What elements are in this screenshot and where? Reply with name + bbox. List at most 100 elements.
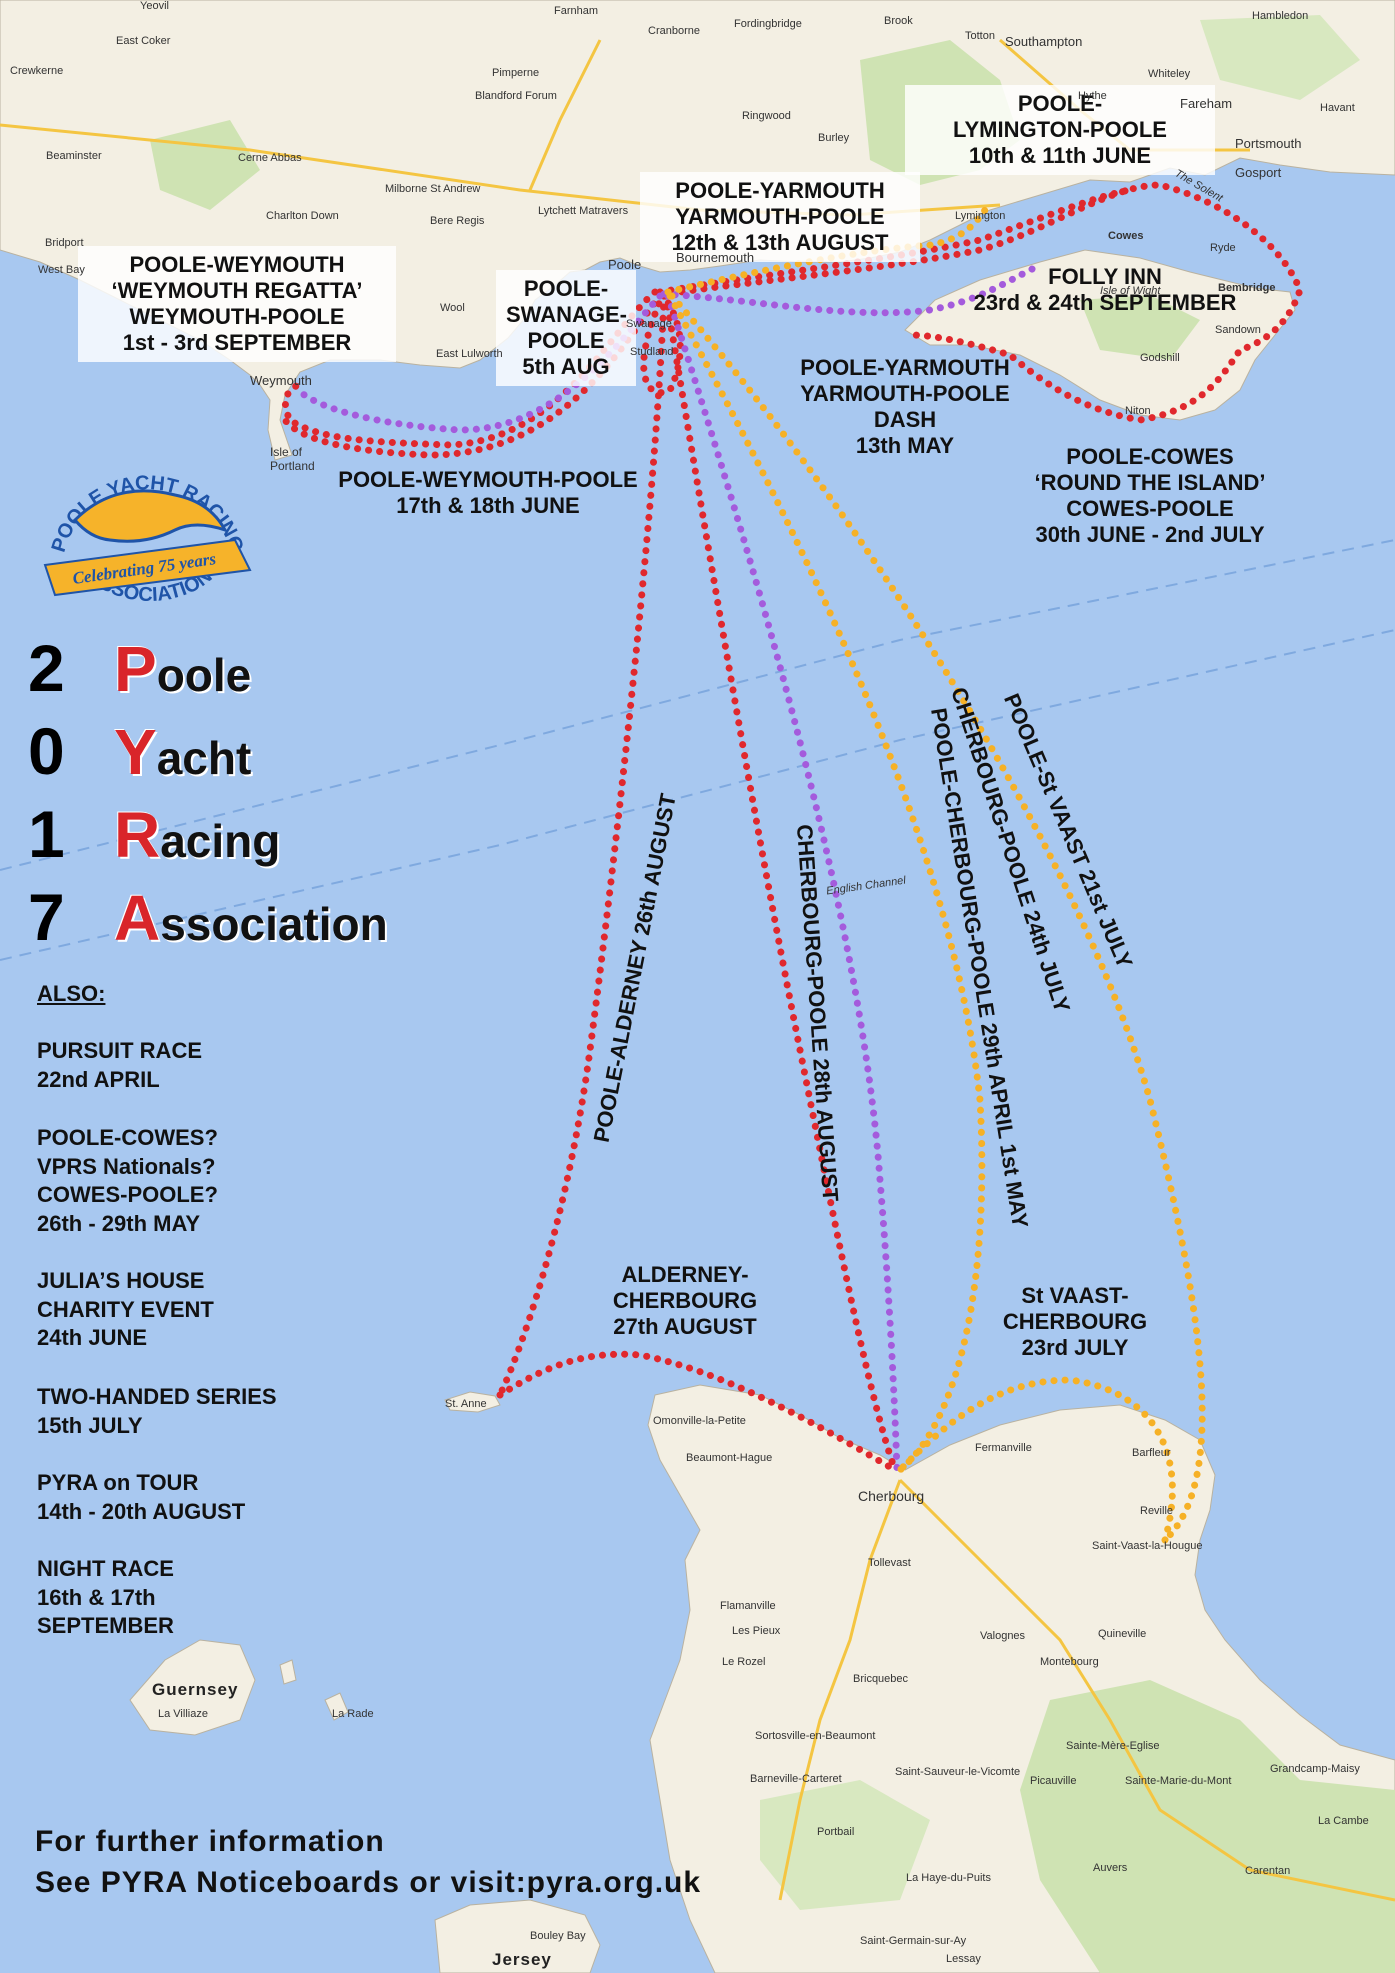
place-east-lulworth: East Lulworth	[436, 348, 503, 360]
also-heading: ALSO:	[37, 981, 106, 1006]
place-grandcamp: Grandcamp-Maisy	[1270, 1763, 1360, 1775]
year-digit: 2	[28, 631, 65, 705]
route-cherbourg-poole-aug	[662, 292, 899, 1474]
place-southampton: Southampton	[1005, 34, 1083, 49]
route-yarmouth-dash	[664, 206, 989, 296]
place-bembridge: Bembridge	[1218, 282, 1276, 294]
route-alderney-cherbourg	[496, 1350, 899, 1474]
acrostic-word: oole	[156, 649, 252, 701]
place-omonville: Omonville-la-Petite	[653, 1415, 746, 1427]
place-west-bay: West Bay	[38, 264, 85, 276]
place-isle-of-wight: Isle of Wight	[1100, 285, 1161, 297]
also-event-line: SEPTEMBER	[37, 1613, 174, 1639]
race-label-line: CHERBOURG	[612, 1287, 758, 1313]
place-blandford: Blandford Forum	[475, 90, 557, 102]
place-godshill: Godshill	[1140, 352, 1180, 364]
route-round-island	[656, 181, 1304, 424]
also-event-line: PURSUIT RACE	[37, 1038, 203, 1063]
race-label-line: 5th AUG	[522, 353, 610, 379]
place-cerne-abbas: Cerne Abbas	[238, 152, 302, 164]
place-sortosville: Sortosville-en-Beaumont	[755, 1730, 876, 1742]
race-label-line: YARMOUTH-POOLE	[800, 380, 1010, 406]
race-label-line: FOLLY INN	[1048, 264, 1162, 289]
also-event: POOLE-COWES? VPRS Nationals? COWES-POOLE…	[37, 1124, 218, 1238]
place-bouley-bay: Bouley Bay	[530, 1930, 586, 1942]
race-label-line: CHERBOURG	[1002, 1308, 1148, 1334]
race-label-line: 27th AUGUST	[613, 1313, 757, 1339]
place-auvers: Auvers	[1093, 1862, 1128, 1874]
place-flamanville: Flamanville	[720, 1600, 776, 1612]
place-bricquebec: Bricquebec	[853, 1673, 909, 1685]
also-event-line: 22nd APRIL	[37, 1066, 160, 1092]
place-la-cambe: La Cambe	[1318, 1815, 1369, 1827]
race-label-line: ‘ROUND THE ISLAND’	[1034, 469, 1266, 495]
place-cowes: Cowes	[1108, 230, 1144, 242]
place-jersey: Jersey	[492, 1950, 552, 1969]
place-fermanville: Fermanville	[975, 1442, 1032, 1454]
race-label-line: POOLE-WEYMOUTH-POOLE	[338, 467, 638, 492]
race-label-line: COWES-POOLE	[1066, 495, 1234, 521]
place-studland: Studland	[630, 346, 674, 358]
race-label-line: ‘WEYMOUTH REGATTA’	[111, 277, 363, 303]
place-bridport: Bridport	[45, 237, 84, 249]
place-lytchett: Lytchett Matravers	[538, 205, 629, 217]
race-label-alderney-cherbourg: ALDERNEY- CHERBOURG 27th AUGUST	[590, 1262, 780, 1340]
place-stvaast: Saint-Vaast-la-Hougue	[1092, 1540, 1203, 1552]
race-label-line: POOLE-YARMOUTH	[675, 178, 885, 203]
place-portland: Isle of Portland	[270, 445, 315, 473]
also-event-line: JULIA’S HOUSE	[37, 1268, 205, 1293]
place-portsmouth: Portsmouth	[1235, 136, 1302, 151]
place-lessay: Lessay	[946, 1953, 981, 1965]
place-quineville: Quineville	[1098, 1628, 1147, 1640]
route-poole-cherbourg	[664, 292, 901, 1474]
place-picauville: Picauville	[1030, 1775, 1077, 1787]
land-green-normandy	[1020, 1680, 1395, 1973]
place-la-haye: La Haye-du-Puits	[906, 1872, 991, 1884]
place-totton: Totton	[965, 30, 995, 42]
race-label-line: 23rd & 24th SEPTEMBER	[973, 289, 1237, 315]
also-event: PYRA on TOUR 14th - 20th AUGUST	[37, 1469, 245, 1526]
also-event-line: PYRA on TOUR	[37, 1470, 199, 1495]
race-label-line: POOLE-YARMOUTH	[800, 355, 1010, 380]
race-label-yarmouth-dash: POOLE-YARMOUTH YARMOUTH-POOLE DASH 13th …	[780, 355, 1030, 459]
footer-line-1: For further information	[35, 1825, 385, 1858]
place-sandown: Sandown	[1215, 324, 1261, 336]
race-label-stvaast-cherbourg: St VAAST- CHERBOURG 23rd JULY	[985, 1283, 1165, 1361]
place-guernsey: Guernsey	[152, 1680, 239, 1699]
race-label-line: 10th & 11th JUNE	[968, 142, 1152, 168]
place-lymington: Lymington	[955, 210, 1006, 222]
race-label-folly-inn: FOLLY INN 23rd & 24th SEPTEMBER	[955, 264, 1255, 316]
place-st-anne: St. Anne	[445, 1398, 487, 1410]
place-bournemouth: Bournemouth	[676, 250, 755, 265]
also-event-line: COWES-POOLE?	[37, 1182, 218, 1208]
route-stvaast-cherbourg	[896, 1376, 1176, 1544]
place-tollevast: Tollevast	[868, 1557, 911, 1569]
land-guernsey	[129, 1639, 256, 1736]
race-label-line: 1st - 3rd SEPTEMBER	[122, 329, 352, 355]
race-label-weymouth-regatta: POOLE-WEYMOUTH ‘WEYMOUTH REGATTA’ WEYMOU…	[78, 246, 396, 362]
place-milborne: Milborne St Andrew	[385, 183, 481, 195]
place-hambledon: Hambledon	[1252, 10, 1309, 22]
place-ringwood: Ringwood	[742, 110, 791, 122]
also-event-line: CHARITY EVENT	[37, 1296, 214, 1322]
place-east-coker: East Coker	[116, 35, 171, 47]
also-event-line: TWO-HANDED SERIES	[37, 1384, 277, 1409]
race-label-line: POOLE	[527, 327, 605, 353]
place-ste-mere: Sainte-Mère-Eglise	[1066, 1740, 1160, 1752]
place-montebourg: Montebourg	[1040, 1656, 1099, 1668]
footer-link-text[interactable]: See PYRA Noticeboards or visit:pyra.org.…	[35, 1865, 702, 1899]
place-bere-regis: Bere Regis	[430, 215, 485, 227]
land-green-normandy-2	[760, 1780, 930, 1910]
also-event-line: 16th & 17th	[37, 1584, 156, 1610]
race-label-round-the-island: POOLE-COWES ‘ROUND THE ISLAND’ COWES-POO…	[1000, 444, 1300, 548]
place-burley: Burley	[818, 132, 850, 144]
race-label-line: YARMOUTH-POOLE	[675, 203, 885, 229]
land-herm	[279, 1659, 297, 1685]
race-label-line: LYMINGTON-POOLE	[953, 116, 1167, 142]
also-event-line: NIGHT RACE	[37, 1556, 174, 1581]
acrostic-letter: A	[114, 882, 161, 954]
race-label-line: ALDERNEY-	[621, 1262, 749, 1287]
